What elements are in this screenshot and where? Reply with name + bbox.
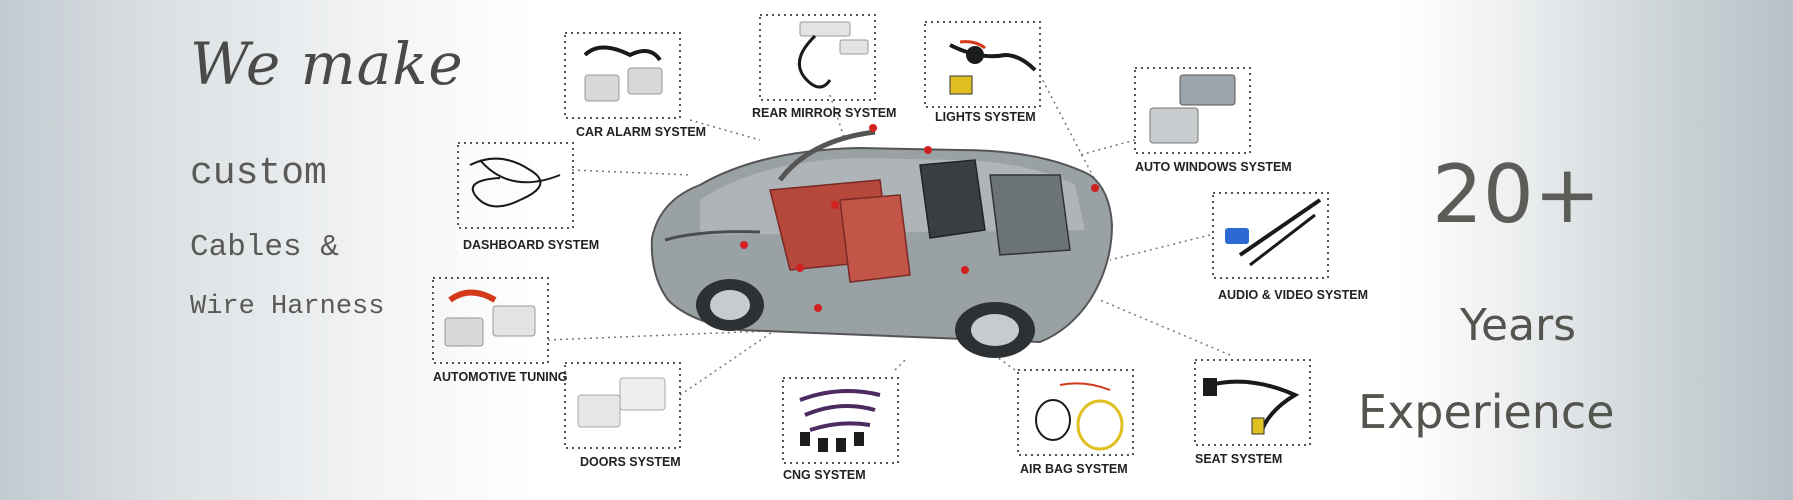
label-automotive-tuning: AUTOMOTIVE TUNING	[433, 370, 568, 384]
label-dashboard-system: DASHBOARD SYSTEM	[463, 238, 600, 252]
label-lights-system: LIGHTS SYSTEM	[935, 110, 1036, 124]
component-auto-windows	[1134, 67, 1251, 154]
experience-years: Years	[1460, 300, 1577, 351]
headline-custom: custom	[190, 152, 327, 195]
component-seat	[1194, 359, 1311, 446]
headline-we-make: We make	[190, 30, 464, 98]
headline-wire-harness: Wire Harness	[190, 292, 385, 322]
component-dashboard	[457, 142, 574, 229]
component-audio-video	[1212, 192, 1329, 279]
leader-lines	[547, 74, 1231, 396]
label-cng-system: CNG SYSTEM	[783, 468, 866, 482]
component-air-bag	[1017, 369, 1134, 456]
component-automotive-tuning	[432, 277, 549, 364]
car-cutaway	[650, 124, 1114, 358]
label-audio-video-system: AUDIO & VIDEO SYSTEM	[1218, 288, 1369, 302]
headline-cables: Cables &	[190, 230, 339, 265]
label-doors-system: DOORS SYSTEM	[580, 455, 681, 469]
label-seat-system: SEAT SYSTEM	[1195, 452, 1283, 466]
component-lights	[924, 21, 1041, 108]
experience-label: Experience	[1358, 385, 1615, 439]
component-car-alarm	[564, 32, 681, 119]
label-rear-mirror-system: REAR MIRROR SYSTEM	[752, 106, 897, 120]
label-car-alarm-system: CAR ALARM SYSTEM	[576, 125, 707, 139]
experience-number: 20+	[1432, 148, 1601, 241]
label-auto-windows-system: AUTO WINDOWS SYSTEM	[1135, 160, 1292, 174]
component-cng	[782, 377, 899, 464]
label-air-bag-system: AIR BAG SYSTEM	[1020, 462, 1128, 476]
component-doors	[564, 362, 681, 449]
component-rear-mirror	[759, 14, 876, 101]
